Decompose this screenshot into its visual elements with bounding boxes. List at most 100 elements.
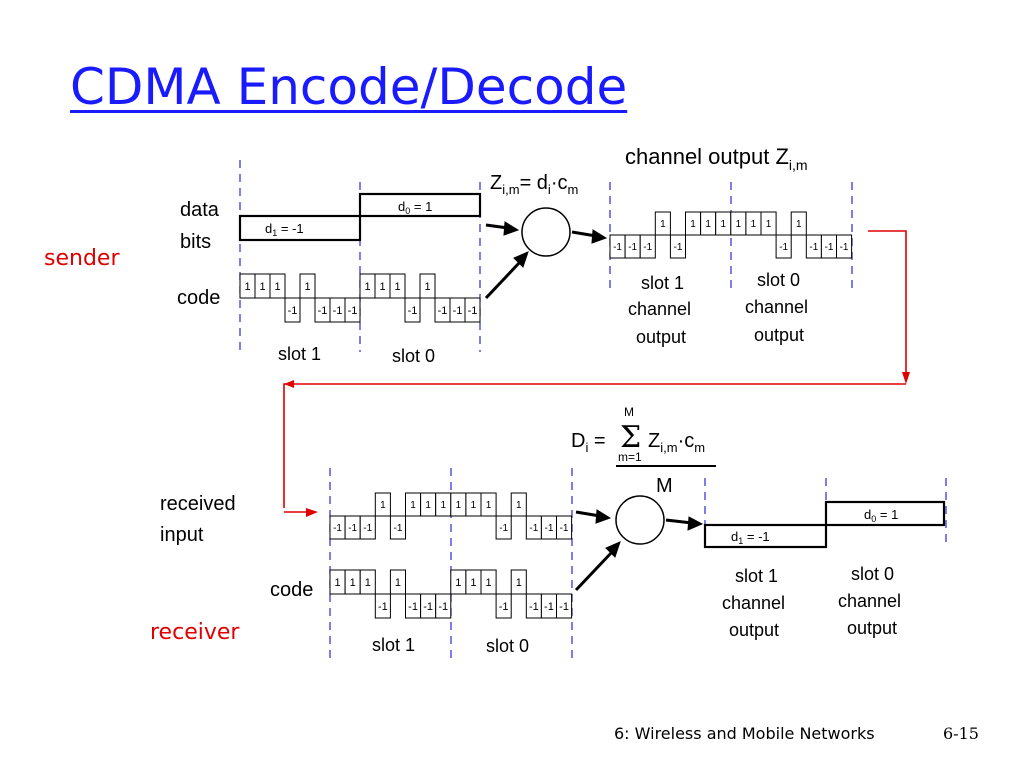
sender-code-chip-label-8: 1	[364, 281, 370, 293]
channel-chip-label-1: -1	[628, 242, 637, 253]
receiver-code-chip-box-4	[389, 569, 406, 595]
receiver-code-chip-label-11: -1	[499, 601, 509, 613]
receiver-code-chip-box-10	[480, 569, 497, 595]
channel-chip-label-7: 1	[720, 219, 726, 230]
channel-output-title: channel output Zi,m	[625, 144, 808, 173]
received-chip-label-1: -1	[348, 523, 357, 534]
received-chip-label-14: -1	[544, 523, 553, 534]
receiver-code-chip-label-6: -1	[423, 601, 433, 613]
receiver-code-chip-label-13: -1	[529, 601, 539, 613]
received-chip-label-4: -1	[393, 523, 402, 534]
channel-chip-label-4: -1	[673, 242, 682, 253]
svg-text:Di =: Di =	[571, 430, 606, 455]
channel-chip-label-8: 1	[736, 219, 742, 230]
receiver-code-chip-label-15: -1	[559, 601, 569, 613]
channel-chip-label-9: 1	[751, 219, 757, 230]
receiver-code-chip-label-3: -1	[378, 601, 388, 613]
channel-slot0-line3: output	[754, 325, 805, 345]
received-chip-label-2: -1	[363, 523, 372, 534]
received-chip-label-12: 1	[516, 500, 522, 511]
sender-code-chip-box-11	[404, 297, 421, 323]
received-chip-label-13: -1	[529, 523, 538, 534]
sender-arrows	[484, 221, 608, 300]
receiver-out-slot1-line3: output	[729, 620, 780, 640]
received-chip-label-0: -1	[333, 523, 342, 534]
sender-code-chip-label-3: -1	[288, 305, 298, 317]
channel-chip-box-2	[639, 234, 656, 259]
sender-code-chip-label-0: 1	[244, 281, 250, 293]
channel-slot1-line3: output	[636, 327, 687, 347]
sender-code-chip-box-2	[269, 273, 286, 299]
receiver-code-chip-label-1: 1	[350, 577, 356, 589]
receiver-slot1-label: slot 1	[372, 635, 416, 655]
sender-code-chip-label-13: -1	[438, 305, 448, 317]
sender-code-chip-label-14: -1	[453, 305, 463, 317]
received-chip-label-7: 1	[440, 500, 446, 511]
sender-code-chip-label-11: -1	[408, 305, 418, 317]
sender-code-chip-box-3	[284, 297, 301, 323]
channel-chip-box-10	[760, 211, 777, 236]
sender-code-chip-label-4: 1	[304, 281, 310, 293]
sender-label: sender	[44, 246, 120, 271]
receiver-d1-box	[703, 523, 828, 549]
channel-chip-label-11: -1	[779, 242, 788, 253]
red-arrowheads	[284, 372, 910, 517]
received-chip-label-3: 1	[380, 500, 386, 511]
sender-code-chip-box-12	[419, 273, 436, 299]
channel-slot1-line1: slot 1	[641, 273, 685, 293]
data-bits-label-line2: bits	[180, 231, 212, 253]
channel-chip-label-2: -1	[643, 242, 652, 253]
receiver-out-slot1-line2: channel	[722, 593, 786, 613]
sender-slot0-label: slot 0	[392, 346, 436, 366]
received-input-line2: input	[160, 524, 204, 546]
sender-code-chip-label-7: -1	[348, 305, 358, 317]
svg-text:Σ: Σ	[620, 420, 641, 455]
receiver-out-slot1-line1: slot 1	[735, 566, 779, 586]
received-input-line1: received	[160, 493, 236, 515]
receiver-out-slot0-line3: output	[847, 618, 898, 638]
channel-chip-label-13: -1	[809, 242, 818, 253]
receiver-out-slot0-line2: channel	[838, 591, 902, 611]
sender-formula: Zi,m= di·cm	[490, 172, 578, 197]
channel-chip-label-12: 1	[796, 219, 802, 230]
channel-chip-label-3: 1	[660, 219, 666, 230]
sender-code-chip-box-10	[389, 273, 406, 299]
footer-chapter: 6: Wireless and Mobile Networks	[614, 724, 875, 743]
sender-code-chip-label-2: 1	[274, 281, 280, 293]
svg-text:Zi,m·cm: Zi,m·cm	[648, 430, 705, 455]
sender-d1-box	[238, 214, 362, 242]
receiver-code-chip-box-2	[359, 569, 376, 595]
receiver-code-chip-label-2: 1	[365, 577, 371, 589]
channel-chip-box-15	[836, 234, 853, 259]
sender-multiplier-circle	[521, 207, 571, 257]
receiver-multiplier-circle	[615, 495, 665, 545]
receiver-code-chip-box-15	[556, 593, 573, 619]
channel-slot0-line2: channel	[745, 297, 809, 317]
received-chip-label-6: 1	[425, 500, 431, 511]
receiver-code-chip-box-11	[495, 593, 512, 619]
receiver-code-chip-label-5: -1	[408, 601, 418, 613]
sender-code-chip-label-12: 1	[424, 281, 430, 293]
received-chip-box-2	[359, 515, 376, 540]
receiver-d1-text: d1 = -1	[731, 529, 770, 546]
channel-chip-box-4	[669, 234, 687, 259]
received-chip-label-8: 1	[456, 500, 462, 511]
sender-d0-text: d0 = 1	[398, 199, 432, 216]
receiver-code-chip-label-10: 1	[485, 577, 491, 589]
data-bits-label-line1: data	[180, 199, 219, 221]
receiver-code-chip-box-7	[435, 593, 452, 619]
receiver-code-chip-box-12	[510, 569, 527, 595]
channel-slot0-line1: slot 0	[757, 270, 801, 290]
channel-chip-box-11	[775, 234, 792, 259]
sender-code-chip-box-7	[344, 297, 361, 323]
sender-code-chip-label-10: 1	[394, 281, 400, 293]
sender-code-chip-label-15: -1	[468, 305, 478, 317]
received-chip-box-3	[374, 492, 391, 517]
sender-code-label: code	[177, 287, 221, 309]
received-chip-label-11: -1	[499, 523, 508, 534]
channel-slot1-line2: channel	[628, 299, 692, 319]
